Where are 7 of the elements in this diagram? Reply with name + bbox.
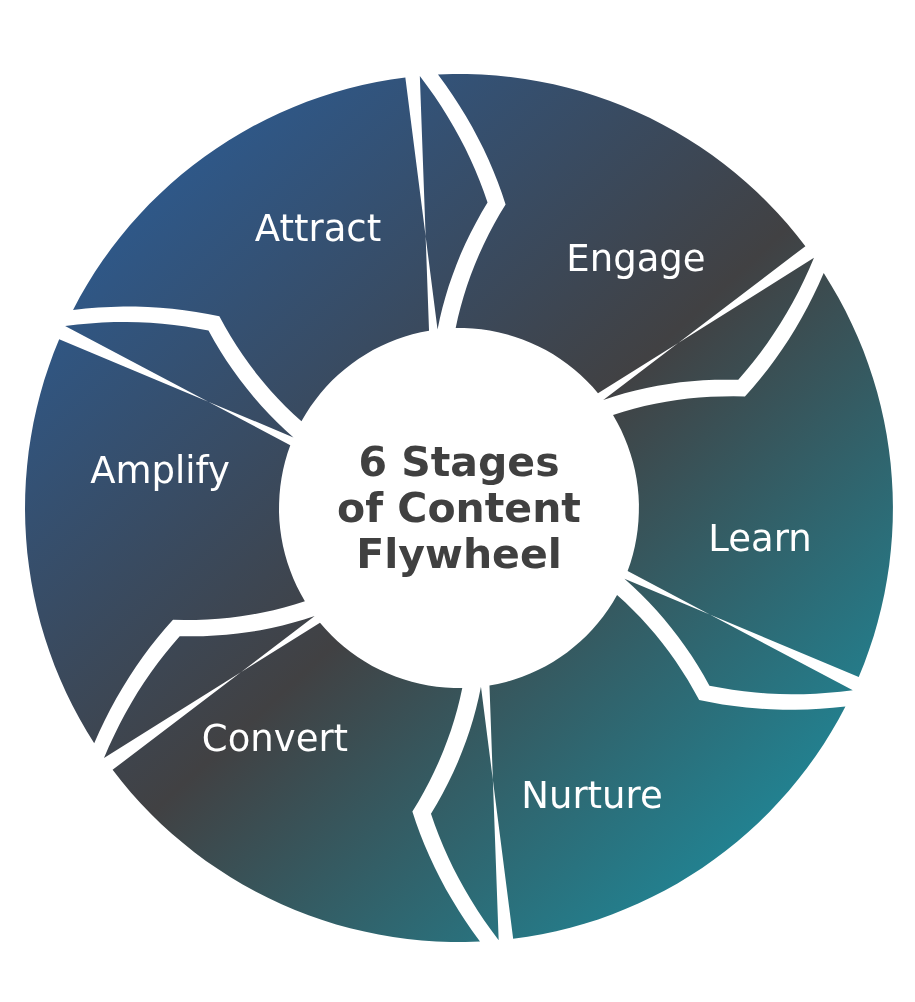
center-title: 6 Stages of Content Flywheel (336, 439, 582, 577)
stage-label: Convert (201, 716, 349, 760)
stage-label: Engage (566, 236, 706, 280)
stage-label: Nurture (521, 773, 663, 817)
stage-label: Attract (254, 206, 382, 250)
stage-label: Learn (708, 516, 812, 560)
stage-label: Amplify (90, 448, 230, 492)
